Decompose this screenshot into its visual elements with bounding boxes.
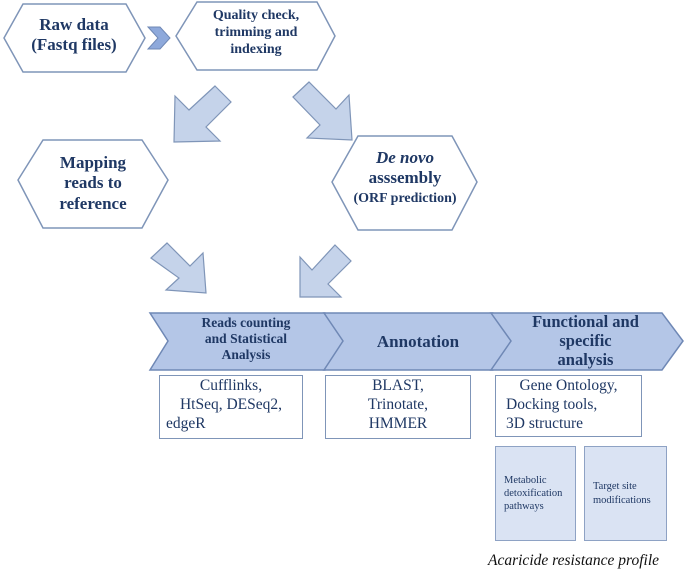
sub-box-line: pathways [504,501,544,513]
tool-item: HMMER [368,414,428,432]
sub-box-line: Target site [593,481,637,493]
annotation-title: Annotation [343,332,493,352]
mapping-line: Mapping [59,153,127,172]
target-site-box: Target site modifications [584,446,667,541]
raw-data-line: Raw data [39,15,109,34]
reads-counting-title: Reads counting and Statistical Analysis [170,315,322,364]
reads-counting-title-line: and Statistical [204,331,288,347]
annotation-tools-box: BLAST, Trinotate, HMMER [325,375,471,439]
tool-item: HtSeq, DESeq2, [179,395,283,413]
arrow-down-left-icon [299,244,352,298]
mapping-hexagon [17,139,169,229]
reads-counting-tools-box: Cufflinks, HtSeq, DESeq2, edgeR [159,375,303,439]
functional-analysis-title-line: analysis [557,349,614,369]
raw-data-line: (Fastq files) [31,35,117,55]
de-novo-label: De novo asssembly (ORF prediction) [335,148,475,208]
tool-item: 3D structure [506,414,584,432]
functional-analysis-title: Functional and specific analysis [508,312,663,370]
tool-item: Gene Ontology, [519,377,618,394]
reads-counting-title-line: Reads counting [201,315,291,330]
annotation-title-line: Annotation [376,332,460,351]
quality-check-line: trimming and [214,24,298,40]
tool-item: BLAST, [372,377,424,394]
tool-item: Trinotate, [367,395,429,413]
caption: Acaricide resistance profile [488,552,660,569]
de-novo-hexagon [331,135,478,231]
chevron-right-icon [146,26,171,50]
de-novo-line: asssembly [368,168,442,188]
functional-analysis-banner [489,312,684,371]
mapping-line: reads to [64,173,122,193]
functional-tools-box: Gene Ontology, Docking tools, 3D structu… [495,375,642,437]
arrow-down-left-icon [173,85,232,143]
metabolic-detox-box: Metabolic detoxification pathways [495,446,576,541]
de-novo-line: (ORF prediction) [353,190,457,206]
quality-check-line: indexing [230,41,282,57]
reads-counting-title-line: Analysis [221,347,271,363]
sub-box-line: Metabolic [504,474,547,486]
quality-check-label: Quality check, trimming and indexing [186,8,326,58]
functional-analysis-title-line: specific [559,330,612,350]
arrow-down-right-icon [150,242,207,294]
quality-check-hexagon [175,1,336,71]
tool-item: edgeR [166,414,206,432]
sub-box-line: detoxification [504,487,563,499]
sub-box-line: modifications [593,494,651,506]
tool-item: Docking tools, [506,395,598,413]
de-novo-italic: De novo [375,148,435,167]
quality-check-line: Quality check, [212,8,300,23]
functional-analysis-title-line: Functional and [532,312,639,331]
tool-item: Cufflinks, [199,377,263,394]
mapping-line: reference [59,193,127,213]
raw-data-label: Raw data (Fastq files) [14,15,134,56]
arrow-down-right-icon [292,81,353,141]
raw-data-hexagon [3,3,146,73]
mapping-label: Mapping reads to reference [28,153,158,214]
